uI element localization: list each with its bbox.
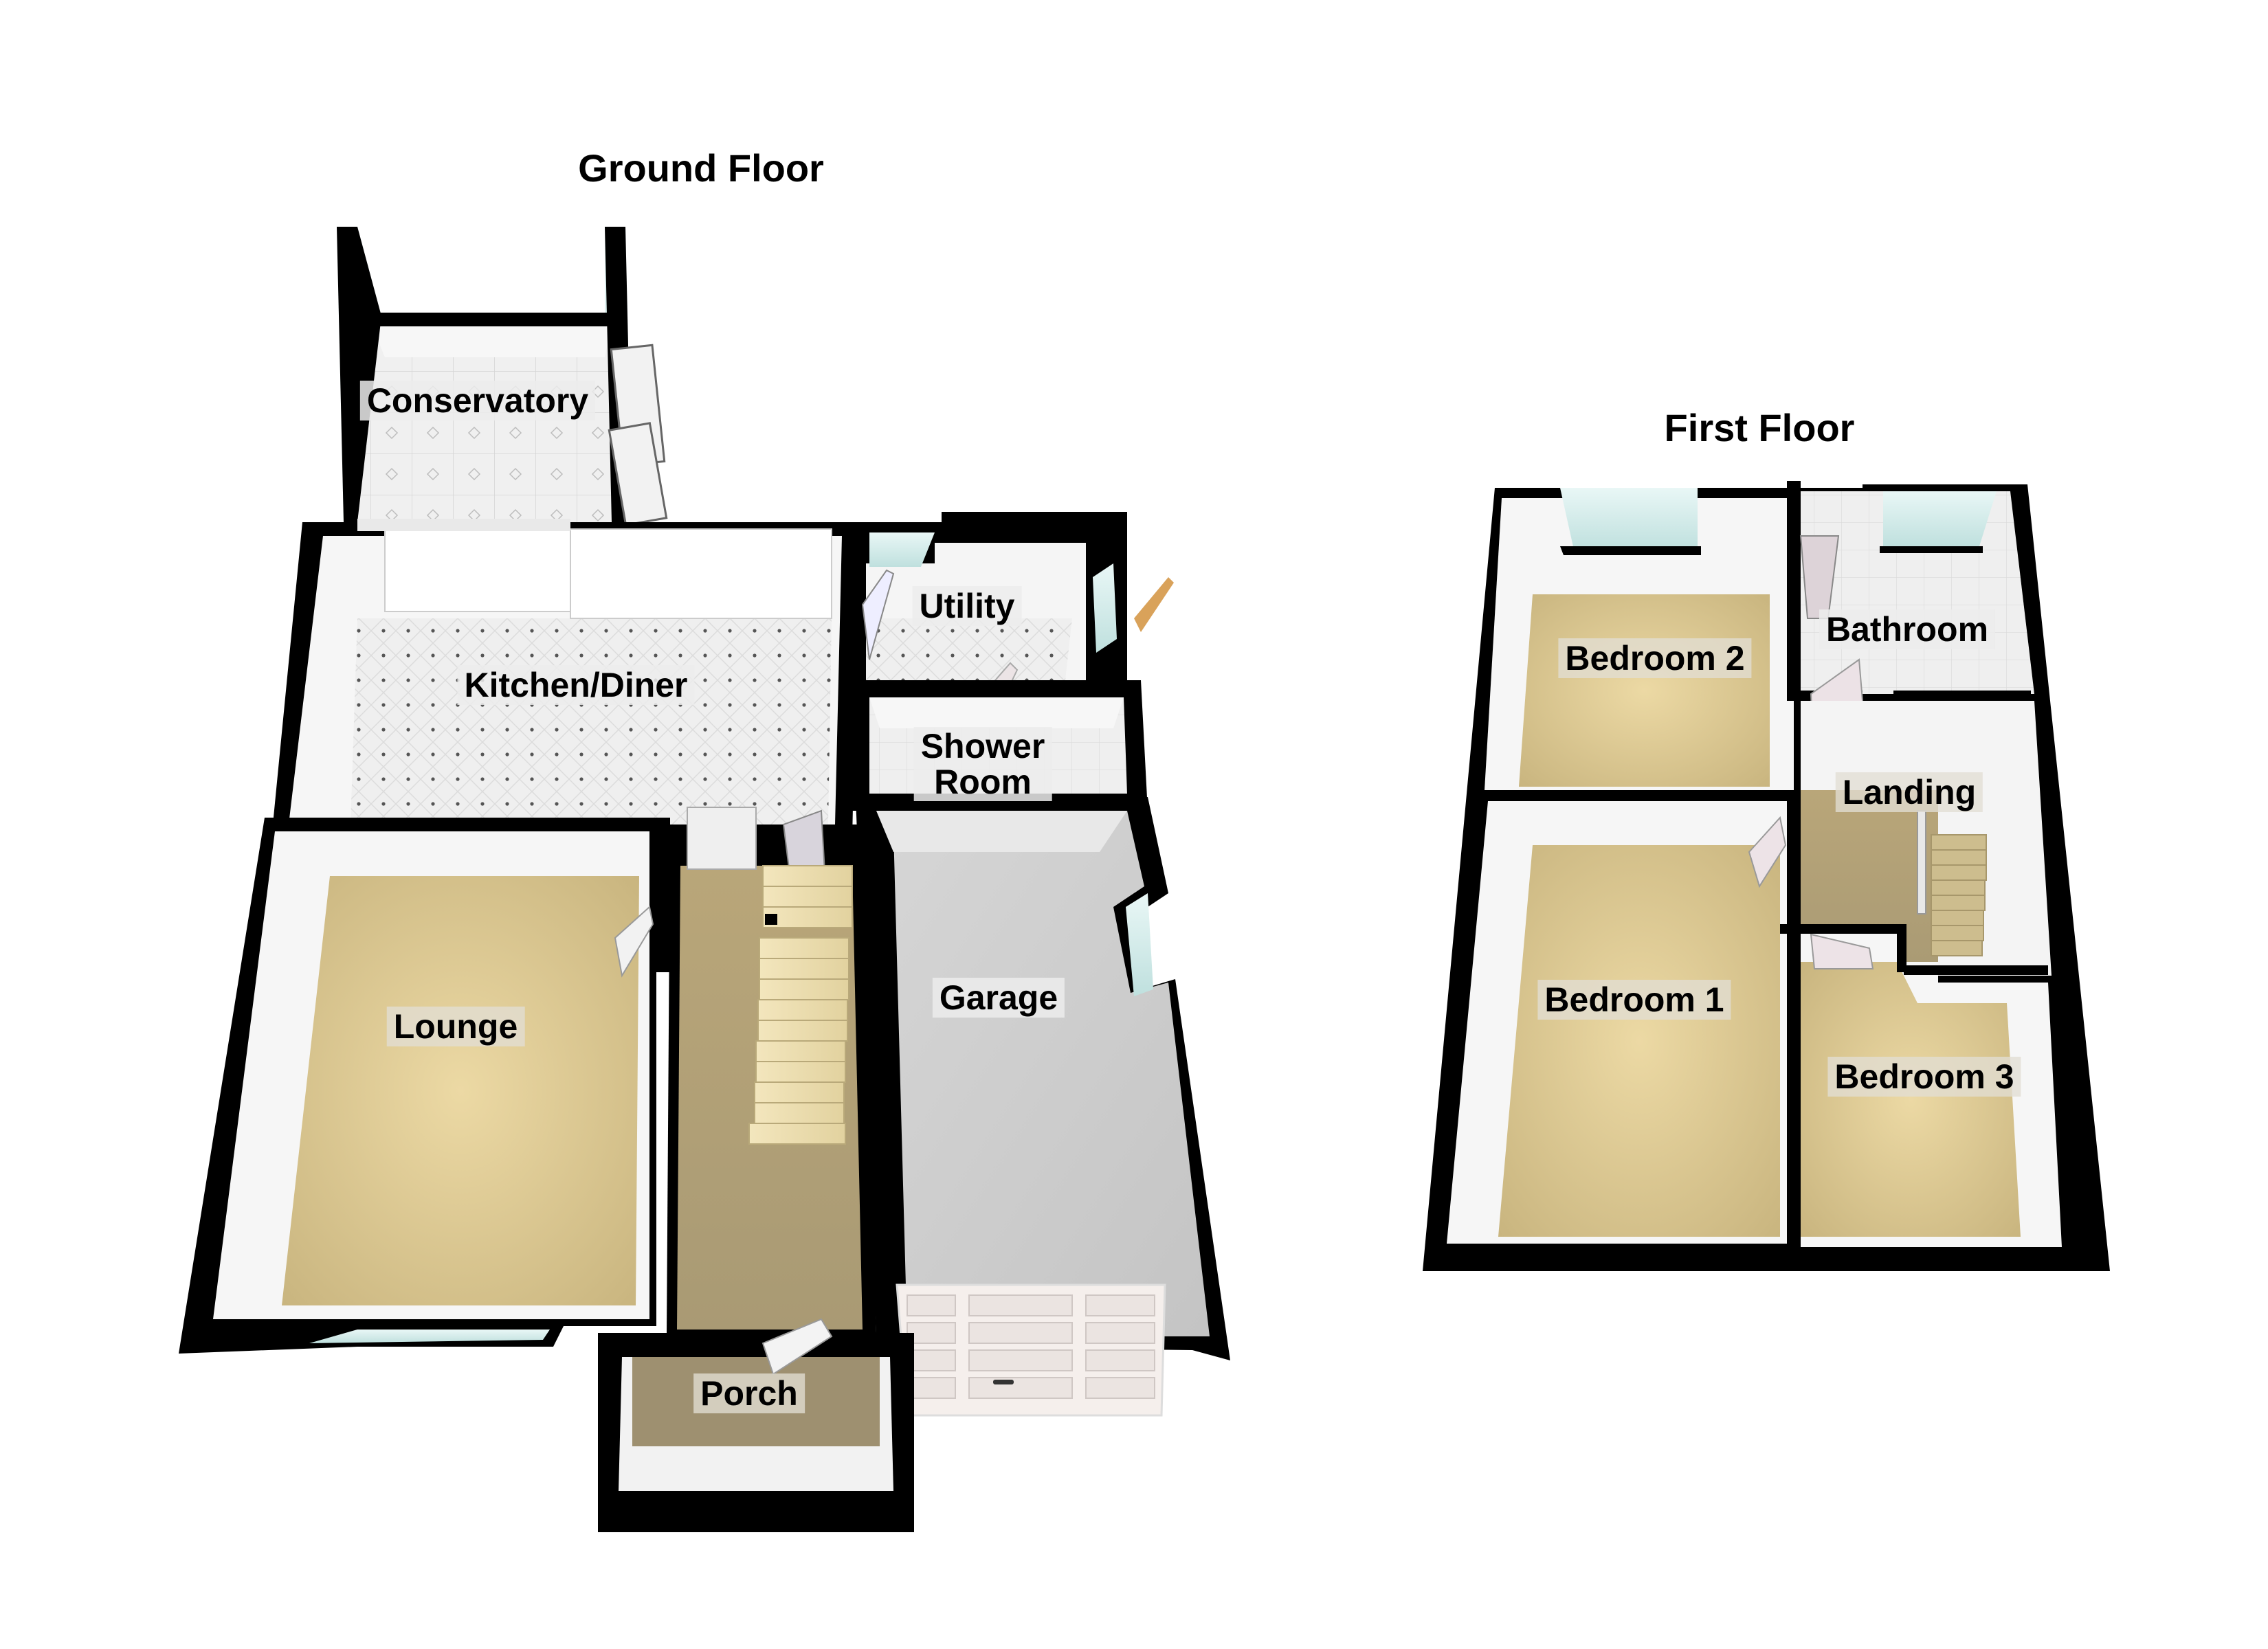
bedroom-1-room xyxy=(1447,790,1801,1250)
garage-door xyxy=(896,1283,1166,1417)
room-label-bedroom-3: Bedroom 3 xyxy=(1827,1057,2021,1097)
lounge-room xyxy=(179,818,670,1354)
room-label-conservatory: Conservatory xyxy=(359,381,596,420)
staircase-ground xyxy=(748,865,853,1145)
room-label-landing: Landing xyxy=(1835,772,1983,812)
staircase-first xyxy=(1931,834,1987,956)
first-floor-title: First Floor xyxy=(1664,406,1855,449)
garage-room xyxy=(856,797,1230,1360)
first-floor-plan xyxy=(1423,481,2110,1271)
ground-floor-plan xyxy=(179,227,1230,1532)
room-label-lounge: Lounge xyxy=(386,1007,525,1046)
ground-floor-title: Ground Floor xyxy=(578,146,824,190)
room-label-bedroom-1: Bedroom 1 xyxy=(1537,980,1731,1020)
room-label-bathroom: Bathroom xyxy=(1819,609,1996,649)
conservatory-room xyxy=(337,227,668,526)
porch-room xyxy=(598,1318,914,1532)
room-label-porch: Porch xyxy=(693,1373,805,1413)
hall-stairs xyxy=(667,807,876,1333)
room-label-kitchen-diner: Kitchen/Diner xyxy=(457,665,695,705)
room-label-bedroom-2: Bedroom 2 xyxy=(1558,638,1752,678)
room-label-utility: Utility xyxy=(912,586,1022,626)
room-label-shower-room: Shower Room xyxy=(913,727,1052,801)
room-label-garage: Garage xyxy=(932,978,1065,1018)
room-label-shower-line2: Room xyxy=(934,763,1032,801)
room-label-shower-line1: Shower xyxy=(920,727,1045,765)
